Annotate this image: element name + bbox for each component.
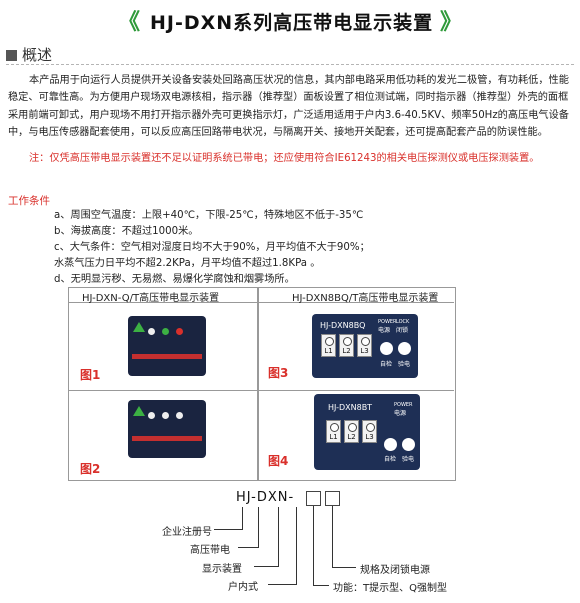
conditions-title: 工作条件 (8, 195, 50, 207)
device-fig4: HJ-DXN8BT POWER 电源 L1 L2 L3 自检 验电 (314, 394, 420, 470)
condition-item-a: a、周围空气温度：上限+40℃，下限-25℃，特殊地区不低于-35℃ (54, 210, 364, 221)
self-test-button (384, 438, 397, 451)
indicator-led-1 (148, 412, 155, 419)
overview-paragraph: 本产品用于向运行人员提供开关设备安装处回路高压状况的信息，其内部电路采用低功耗的… (8, 75, 569, 139)
square-bullet-icon (6, 50, 17, 61)
self-test-button (380, 342, 393, 355)
leader-line (238, 547, 259, 548)
overview-heading: 概述 (6, 44, 52, 65)
condition-item-b: b、海拔高度：不超过1000米。 (54, 226, 199, 237)
warning-triangle-icon (133, 322, 145, 332)
leader-line (332, 567, 356, 568)
leader-line (214, 529, 243, 530)
figure-label-3: 图3 (268, 366, 289, 380)
power-label: POWER (378, 319, 397, 325)
power-label: POWER (394, 402, 413, 408)
condition-item-c: c、大气条件：空气相对湿度日均不大于90%，月平均值不大于90%； (54, 242, 370, 253)
phase-l2-indicator: L2 (344, 420, 359, 443)
leader-line (313, 585, 329, 586)
power-label-cn: 电源 (378, 327, 391, 334)
device-model-label: HJ-DXN8BT (328, 403, 373, 412)
leader-line (258, 507, 259, 547)
function-code-box (325, 491, 340, 506)
overview-heading-text: 概述 (22, 46, 53, 64)
label-indoor: 户内式 (228, 582, 258, 593)
self-test-label: 自检 (384, 456, 397, 463)
phase-l3-indicator: L3 (362, 420, 377, 443)
device-fig2 (128, 400, 206, 458)
device-label-strip (132, 436, 202, 441)
indicator-led-2 (162, 412, 169, 419)
leader-line (254, 566, 279, 567)
label-spec: 规格及闭锁电源 (360, 565, 430, 576)
device-label-strip (132, 354, 202, 359)
device-model-label: HJ-DXN8BQ (320, 321, 366, 330)
page-title: HJ-DXN系列高压带电显示装置 (150, 12, 434, 34)
phase-l2-indicator: L2 (339, 334, 354, 357)
section-divider (6, 64, 574, 65)
label-company-code: 企业注册号 (162, 527, 212, 538)
test-button (398, 342, 411, 355)
test-label: 验电 (402, 456, 415, 463)
indicator-led-1 (148, 328, 155, 335)
right-chevron-decoration: 》 (440, 10, 463, 35)
left-panel-title: HJ-DXN-Q/T高压带电显示装置 (82, 293, 220, 304)
left-chevron-decoration: 《 (118, 10, 141, 35)
indicator-led-3 (176, 412, 183, 419)
lock-label: LOCK (396, 319, 410, 325)
right-panel-title: HJ-DXN8BQ/T高压带电显示装置 (292, 293, 439, 304)
phase-l1-indicator: L1 (326, 420, 341, 443)
label-display: 显示装置 (202, 564, 242, 575)
device-fig3: HJ-DXN8BQ POWER LOCK 电源 闭锁 L1 L2 L3 自检 验… (312, 314, 418, 378)
leader-line (268, 584, 297, 585)
lock-label-cn: 闭锁 (396, 327, 409, 334)
leader-line (278, 507, 279, 566)
figure-label-1: 图1 (80, 368, 101, 382)
spec-code-box (306, 491, 321, 506)
phase-l1-indicator: L1 (321, 334, 336, 357)
condition-item-c-cont: 水蒸气压力日平均不超2.2KPa，月平均值不超过1.8KPa 。 (54, 258, 321, 269)
overview-note: 注：仅凭高压带电显示装置还不足以证明系统已带电；还应使用符合IE61243的相关… (29, 153, 540, 164)
self-test-label: 自检 (380, 361, 393, 368)
leader-line (296, 507, 297, 584)
test-label: 验电 (398, 361, 411, 368)
panel-middle-divider (68, 390, 454, 391)
device-fig1 (128, 316, 206, 376)
indicator-led-3 (176, 328, 183, 335)
leader-line (313, 506, 314, 586)
leader-line (242, 507, 243, 529)
panel-title-divider (68, 302, 454, 303)
figure-label-2: 图2 (80, 462, 101, 476)
power-label-cn: 电源 (394, 410, 407, 417)
test-button (402, 438, 415, 451)
phase-l3-indicator: L3 (357, 334, 372, 357)
label-function: 功能：T提示型、Q强制型 (333, 583, 447, 594)
label-hv: 高压带电 (190, 545, 230, 556)
leader-line (332, 506, 333, 568)
model-code: HJ-DXN- (236, 490, 295, 505)
figure-label-4: 图4 (268, 454, 289, 468)
condition-item-d: d、无明显污秽、无易燃、易爆化学腐蚀和烟雾场所。 (54, 274, 295, 285)
warning-triangle-icon (133, 406, 145, 416)
indicator-led-2 (162, 328, 169, 335)
